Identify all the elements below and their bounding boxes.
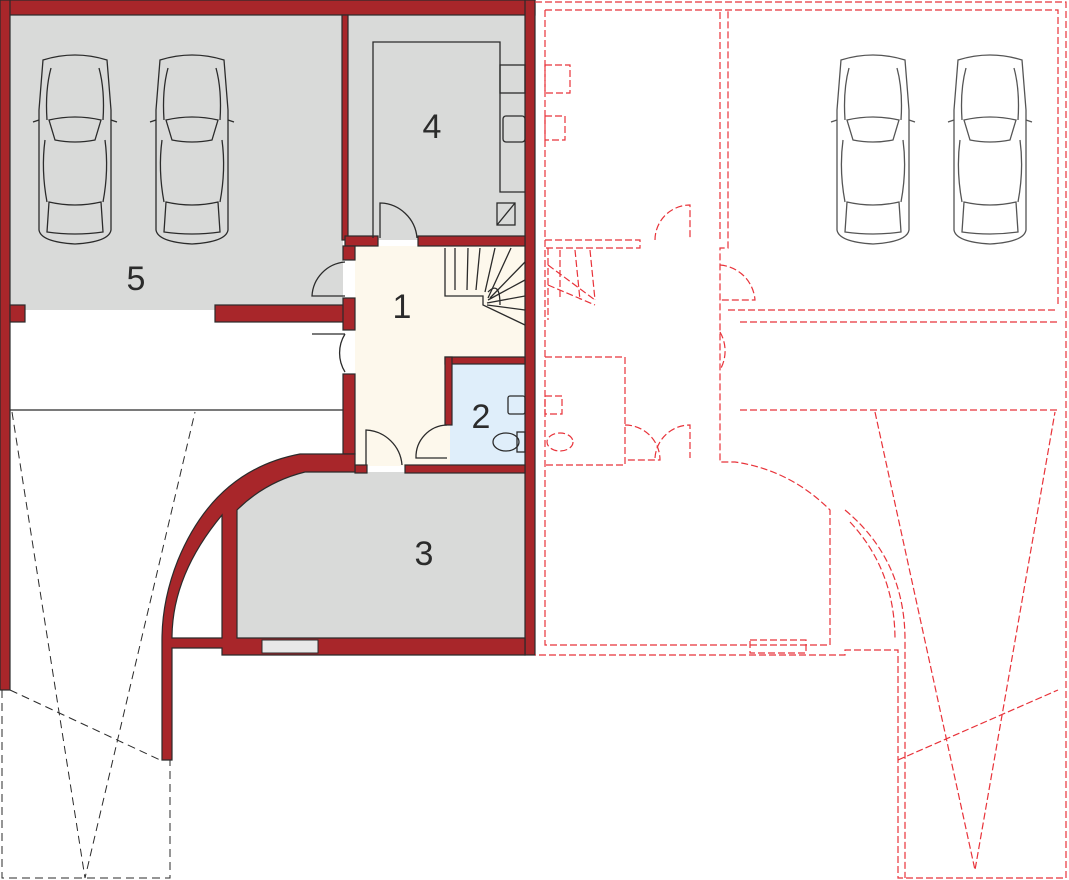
adjacent-unit-outline [535, 1, 1067, 879]
drain-icon [496, 202, 516, 226]
sink-icon [502, 115, 526, 143]
washbasin-icon [507, 395, 526, 415]
room-3-floor [237, 472, 525, 638]
room-4-floor [348, 15, 525, 240]
room-5-floor [10, 15, 343, 310]
car-outline-icon [830, 54, 916, 245]
car-outline-icon [947, 54, 1033, 245]
door-room-4 [379, 202, 418, 239]
room-3-label: 3 [415, 535, 434, 573]
boiler-room-fixtures [372, 41, 526, 238]
door-entrance [312, 333, 346, 373]
door-garage [311, 261, 346, 297]
driveway [1, 409, 343, 879]
toilet-tank [516, 431, 526, 453]
door-room-3 [365, 429, 403, 466]
staircase [444, 247, 526, 326]
walls [0, 0, 536, 761]
window [261, 639, 319, 654]
doors[interactable] [311, 202, 448, 466]
room-2-label: 2 [472, 398, 491, 436]
room-4-label: 4 [423, 108, 442, 146]
toilet-icon [492, 432, 520, 452]
door-bathroom [415, 424, 448, 459]
room-1-label: 1 [393, 288, 412, 326]
room-5-label: 5 [127, 260, 146, 298]
